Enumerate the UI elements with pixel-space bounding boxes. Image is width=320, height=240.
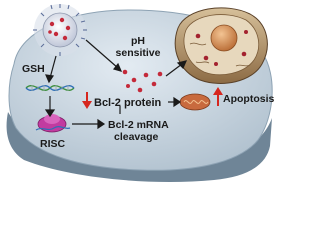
mechanism-diagram: pH sensitive GSH Bcl-2 protein Apoptosis… [6, 4, 274, 182]
arrow-np-to-drug [85, 39, 119, 69]
sirna-helix-icon [25, 85, 75, 91]
label-bcl2-mrna: Bcl-2 mRNA [108, 119, 169, 131]
arrows [44, 39, 188, 130]
label-gsh: GSH [22, 63, 45, 75]
decrease-arrow-icon [82, 92, 92, 109]
arrow-drug-to-cell [165, 63, 183, 77]
label-ph: pH [131, 35, 145, 47]
cancer-cell [174, 7, 268, 84]
label-apoptosis: Apoptosis [223, 93, 274, 105]
arrow-np-to-helix [49, 55, 57, 79]
released-drug-dots [122, 69, 163, 93]
label-bcl2-protein: Bcl-2 protein [94, 97, 162, 109]
label-sensitive: sensitive [116, 47, 161, 59]
mitochondrion-icon [179, 93, 211, 111]
label-cleavage: cleavage [114, 131, 159, 143]
label-risc: RISC [40, 138, 66, 150]
increase-arrow-icon [213, 87, 223, 106]
risc-complex-icon [35, 114, 71, 133]
nanoparticle [33, 4, 87, 56]
